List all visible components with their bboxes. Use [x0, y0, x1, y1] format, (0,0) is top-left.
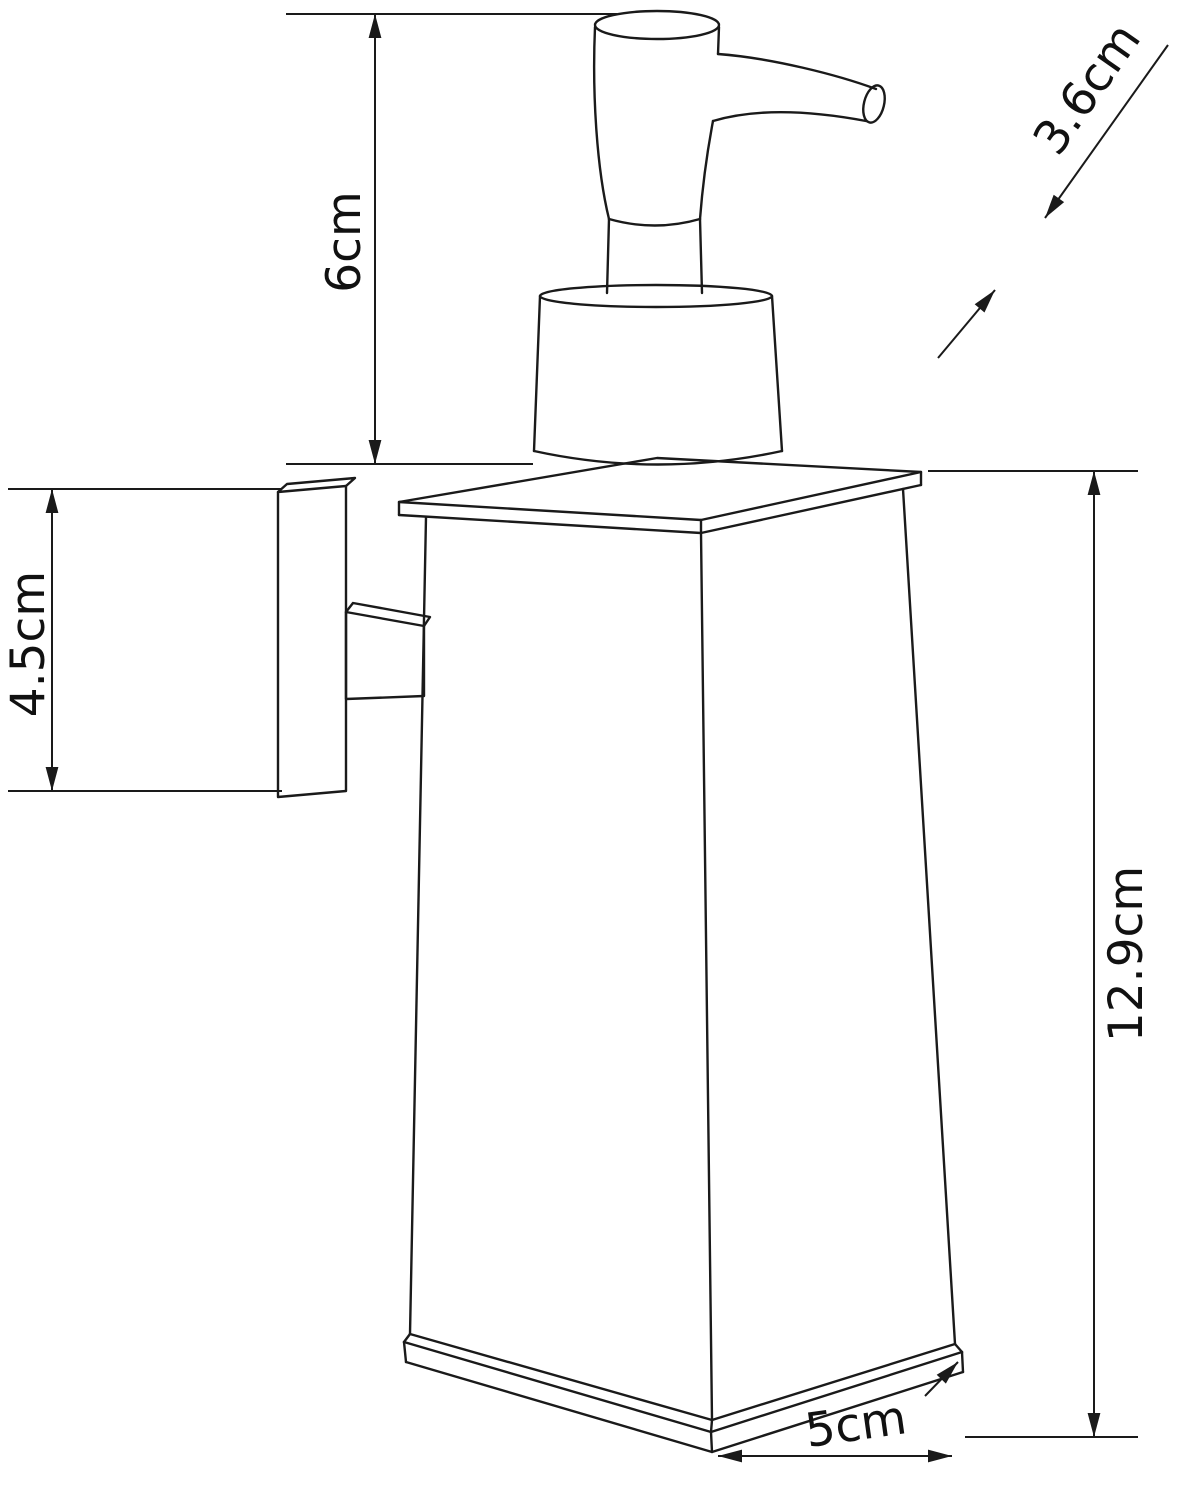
dimension-pump-height: [286, 13, 617, 465]
pump-head: [592, 9, 721, 227]
dispenser-body: [408, 487, 957, 1422]
dim-label-pump-height: 6cm: [317, 191, 372, 293]
dimension-spout: [937, 44, 1169, 359]
base-rim: [402, 1332, 965, 1454]
dim-label-base-width: 5cm: [802, 1390, 910, 1459]
pump-spout: [698, 52, 886, 221]
dim-label-bracket-height: 4.5cm: [1, 571, 56, 717]
pump-collar: [532, 283, 784, 466]
dimension-bracket-height: [8, 488, 282, 792]
soap-dispenser-drawing: [276, 9, 965, 1454]
dim-label-spout: 3.6cm: [1023, 13, 1152, 164]
dimension-body-height: [928, 470, 1138, 1438]
dispenser-lid: [397, 456, 923, 535]
pump-stem: [605, 217, 704, 295]
dim-label-body-height: 12.9cm: [1099, 866, 1154, 1042]
wall-bracket: [276, 476, 432, 799]
dimension-base-width: [718, 1361, 959, 1463]
